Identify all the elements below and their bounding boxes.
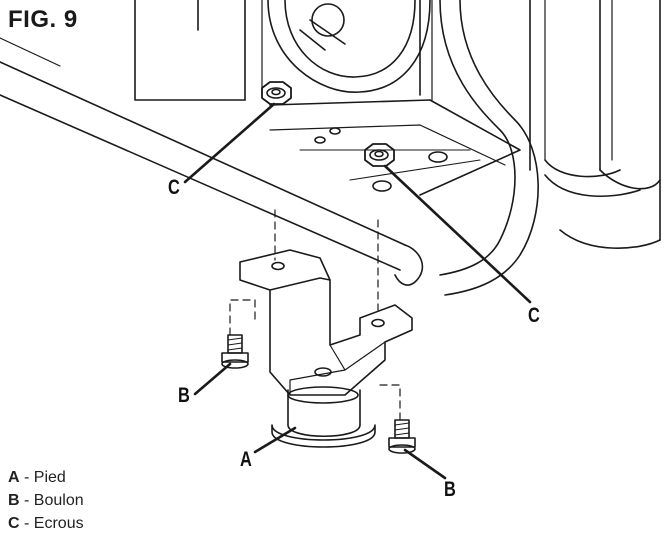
- nut-right: [364, 143, 395, 167]
- callout-a: A: [240, 448, 252, 471]
- nut-left: [261, 81, 292, 105]
- legend-item-a: A - Pied: [8, 466, 84, 489]
- bolt-left: [221, 334, 249, 369]
- foot: [271, 367, 376, 448]
- mounting-plate: [269, 99, 521, 196]
- legend-text: Ecrous: [33, 515, 84, 532]
- legend-item-c: C - Ecrous: [8, 512, 84, 535]
- diagonal-rail: [0, 37, 424, 286]
- legend-letter: A: [8, 469, 20, 486]
- figure-title: FIG. 9: [8, 6, 78, 33]
- callout-b-right: B: [444, 478, 456, 501]
- bracket: [239, 249, 413, 396]
- tube-frame: [439, 0, 661, 296]
- drum-shape: [267, 0, 431, 93]
- legend-letter: B: [8, 492, 20, 509]
- housing-outline: [134, 0, 661, 241]
- legend: A - Pied B - Boulon C - Ecrous: [8, 466, 84, 535]
- legend-item-b: B - Boulon: [8, 489, 84, 512]
- legend-separator: -: [24, 492, 30, 509]
- leader-lines: [183, 102, 532, 480]
- legend-letter: C: [8, 515, 20, 532]
- assembly-lines: [229, 209, 401, 421]
- callout-b-left: B: [178, 384, 190, 407]
- legend-separator: -: [24, 469, 30, 486]
- legend-text: Boulon: [33, 492, 84, 509]
- bolt-right: [388, 419, 416, 454]
- callout-c-right: C: [528, 304, 540, 327]
- callout-c-left: C: [168, 176, 180, 199]
- legend-separator: -: [24, 515, 30, 532]
- legend-text: Pied: [33, 469, 66, 486]
